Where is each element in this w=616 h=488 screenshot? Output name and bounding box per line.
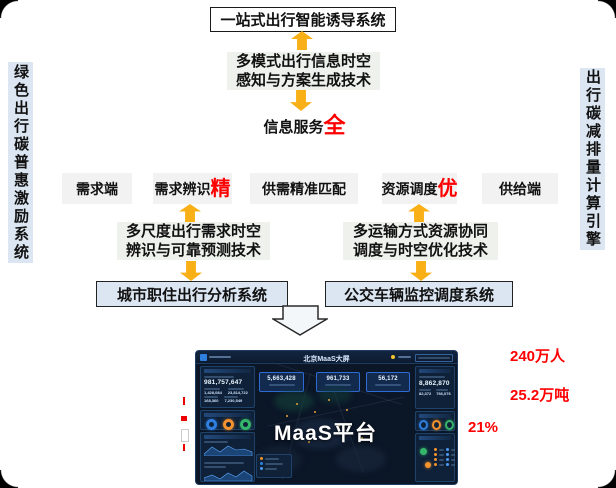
service-label: 信息服务 [263,118,324,136]
left-sub-value: 1,428,084 [204,390,222,395]
donut-blue [206,419,217,430]
arrow-down-3 [410,261,432,281]
big-down-arrow [272,305,328,336]
chain-box-resource: 资源调度优 [381,173,458,204]
corner-mask-top-left [0,0,18,18]
left-banner-label: 绿色出行碳普惠激励系统 [12,63,29,262]
system-right-box: 公交车辆监控调度系统 [325,281,513,307]
arrow-up-2 [179,204,201,222]
chain-box-match: 供需精准匹配 [250,173,358,204]
red-mark-2 [181,416,187,421]
corner-mask-bottom-right [598,470,616,488]
demand-tech-box: 多尺度出行需求时空辨识与可靠预测技术 [117,222,270,260]
kpi-value-2: 961,733 [326,376,350,382]
right-banner-label: 出行碳减排量计算引擎 [584,69,601,249]
header-user-text [398,356,411,358]
chain-box-supply-side: 供给端 [482,173,558,204]
info-tech-line1: 多模式出行信息时空 [235,53,371,70]
left-main-value: 981,757,647 [204,379,243,386]
map-region [318,387,352,403]
left-sub-value: 168,360 [204,398,219,403]
panel-right-legend [415,433,455,482]
bubble-green [420,448,427,455]
panel-user-metrics: 981,757,647 1,428,084 23,814,722 168,360… [200,366,255,408]
white-mark [181,429,189,442]
maas-overlay-title: MaaS平台 [274,422,377,445]
chain-box-demand-identify: 需求辨识精 [153,173,232,204]
corner-mask-top-right [598,0,616,18]
chain-box-demand-side: 需求端 [62,173,132,204]
arrow-up-3 [408,204,430,222]
donut-green [240,419,251,430]
service-box: 信息服务全 [262,112,347,140]
left-sub-value: 23,814,722 [227,390,248,395]
top-system-label: 一站式出行智能诱导系统 [220,12,386,29]
arrow-down-1 [290,90,312,111]
annotation-carbon: 25.2万吨 [510,387,570,404]
info-tech-line2: 感知与方案生成技术 [235,72,371,89]
donut-green [445,420,454,430]
supply-tech-line1: 多运输方式资源协同 [352,223,488,240]
kpi-card-1: 5,663,428 [259,372,304,392]
map-region [336,446,386,472]
kpi-value-3: 56,172 [378,376,398,382]
header-datetime [415,353,453,362]
area-chart-1 [203,445,253,457]
maas-dashboard: 北京MaaS大屏 981,757,647 1,428,084 23,814,72… [195,350,458,485]
dashboard-logo-text [209,356,231,358]
arrow-up-1 [291,31,313,50]
chain-label: 供给端 [499,180,541,197]
right-main-value: 8,862,870 [419,380,450,387]
panel-right-donuts [415,411,455,431]
left-banner: 绿色出行碳普惠激励系统 [8,62,33,263]
supply-tech-box: 多运输方式资源协同调度与时空优化技术 [343,222,498,260]
system-right-label: 公交车辆监控调度系统 [343,286,494,304]
kpi-card-3: 56,172 [366,372,410,392]
right-sub-value: 82,372 [419,391,432,396]
annotation-population: 240万人 [510,348,566,365]
donut-orange [432,420,441,430]
arrow-down-2 [180,261,202,281]
chain-label: 供需精准匹配 [262,180,346,197]
annotation-percentage: 21% [468,419,499,436]
panel-right-metrics: 8,862,870 82,372 766,076 [415,366,455,409]
dashboard-logo-icon [200,354,207,361]
right-sub-value: 766,076 [436,391,451,396]
dashboard-title: 北京MaaS大屏 [303,356,350,363]
chain-label: 资源调度 [381,180,438,197]
header-alert-icon [391,355,395,359]
chain-label: 需求端 [76,180,118,197]
chain-highlight: 优 [437,177,458,200]
panel-left-donuts [200,410,255,430]
supply-tech-line2: 调度与时空优化技术 [352,242,488,259]
right-banner: 出行碳减排量计算引擎 [580,68,605,250]
map-region [291,419,351,449]
service-highlight: 全 [323,113,346,138]
map-legend [256,454,292,478]
kpi-value-1: 5,663,428 [267,376,296,382]
chain-highlight: 精 [210,177,231,200]
demand-tech-line2: 辨识与可靠预测技术 [125,242,261,259]
red-mark-3 [183,444,185,451]
red-mark-1 [183,397,185,405]
area-chart-2 [203,470,253,481]
bubble-orange [425,462,431,468]
donut-orange [223,419,234,430]
corner-mask-bottom-left [0,470,18,488]
map-region [274,391,314,411]
system-left-label: 城市职住出行分析系统 [116,286,267,304]
demand-tech-line1: 多尺度出行需求时空 [125,223,261,240]
top-system-box: 一站式出行智能诱导系统 [210,7,396,32]
chain-label: 需求辨识 [154,180,211,197]
donut-blue [419,420,428,430]
dashboard-header: 北京MaaS大屏 [196,351,457,364]
system-left-box: 城市职住出行分析系统 [96,281,288,307]
left-sub-value: 7,230,549 [224,398,243,403]
info-tech-box: 多模式出行信息时空感知与方案生成技术 [227,52,380,90]
panel-trend-charts [200,432,255,482]
